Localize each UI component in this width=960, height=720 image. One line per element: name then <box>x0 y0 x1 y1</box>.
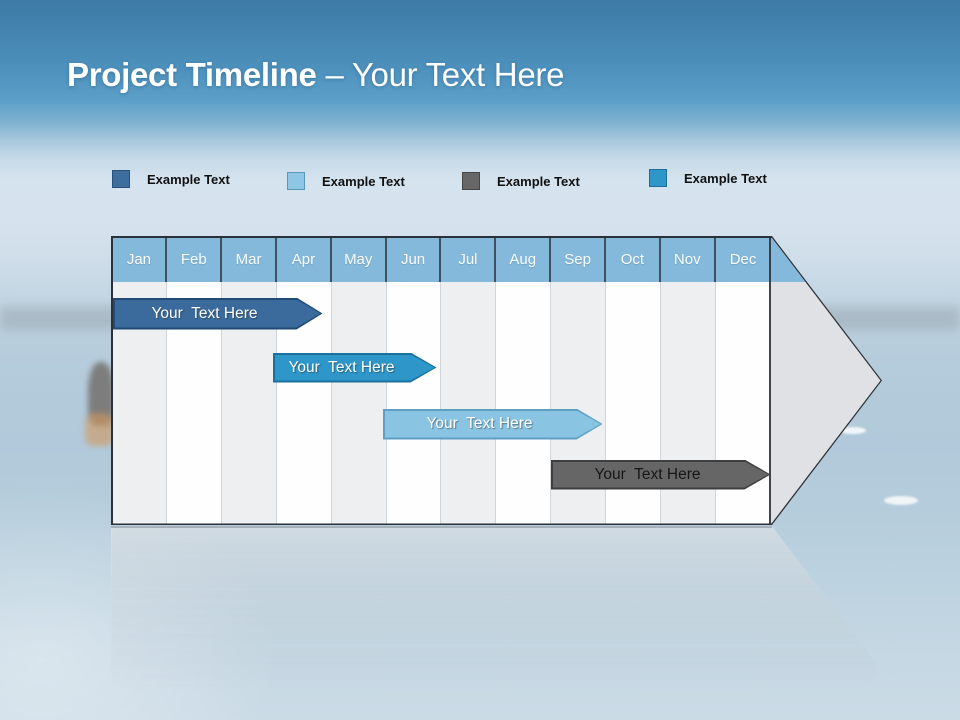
month-header-cell: Nov <box>661 237 716 282</box>
month-header-cell: Aug <box>496 237 552 282</box>
month-header-row: Jan Feb Mar Apr May Jun Jul Aug Sep Oct … <box>113 237 771 282</box>
bar-arrow-fill <box>385 411 601 438</box>
bar-arrow-fill <box>115 300 321 328</box>
month-column <box>496 281 552 524</box>
month-header-cell: Apr <box>277 237 332 282</box>
table-right-border <box>768 237 771 524</box>
month-header-cell: Jul <box>441 237 497 282</box>
timeline-arrow-shape: Jan Feb Mar Apr May Jun Jul Aug Sep Oct … <box>111 236 882 525</box>
month-header-cell: Mar <box>222 237 277 282</box>
month-column <box>386 281 442 524</box>
month-column <box>441 281 497 524</box>
month-header-band <box>112 237 881 282</box>
background-boat <box>840 427 866 434</box>
month-header-cell: Oct <box>606 237 661 282</box>
page-title[interactable]: Project Timeline– Your Text Here <box>67 56 564 94</box>
legend-item: Example Text <box>462 172 580 190</box>
bar-arrow-fill <box>553 462 769 488</box>
month-column <box>331 281 387 524</box>
background-rock-base <box>85 413 114 446</box>
month-header-cell: May <box>332 237 387 282</box>
legend-label[interactable]: Example Text <box>684 170 767 186</box>
legend-swatch-lightblue <box>287 172 305 190</box>
legend-label[interactable]: Example Text <box>322 173 405 189</box>
gantt-bar-3[interactable]: Your Text Here <box>383 409 603 440</box>
month-header-cell: Dec <box>729 251 757 268</box>
legend-label[interactable]: Example Text <box>147 171 230 187</box>
month-header-cell: Jun <box>387 237 442 282</box>
legend-swatch-gray <box>462 172 480 190</box>
legend-item: Example Text <box>649 169 767 187</box>
month-header-cell: Feb <box>167 237 223 282</box>
gantt-bar-4[interactable]: Your Text Here <box>551 460 771 490</box>
month-header-cell: Sep <box>551 237 606 282</box>
legend-swatch-mediumblue <box>649 169 667 187</box>
gantt-bar-2[interactable]: Your Text Here <box>273 353 437 383</box>
title-bold-text: Project Timeline <box>67 56 317 93</box>
legend-label[interactable]: Example Text <box>497 173 580 189</box>
legend-swatch-darkblue <box>112 170 130 188</box>
bar-label[interactable]: Your Text Here <box>151 304 258 322</box>
legend-item: Example Text <box>287 172 405 190</box>
legend-item: Example Text <box>112 170 230 188</box>
bar-arrow-fill <box>275 355 435 381</box>
bar-label[interactable]: Your Text Here <box>594 465 701 483</box>
gantt-bar-1[interactable]: Your Text Here <box>113 298 323 330</box>
bar-label[interactable]: Your Text Here <box>426 415 533 432</box>
month-header-cell: Jan <box>113 237 168 282</box>
timeline-table: Jan Feb Mar Apr May Jun Jul Aug Sep Oct … <box>112 237 881 524</box>
background-boat <box>884 496 918 505</box>
bar-label[interactable]: Your Text Here <box>288 358 395 376</box>
title-placeholder-text: – Your Text Here <box>325 56 565 93</box>
